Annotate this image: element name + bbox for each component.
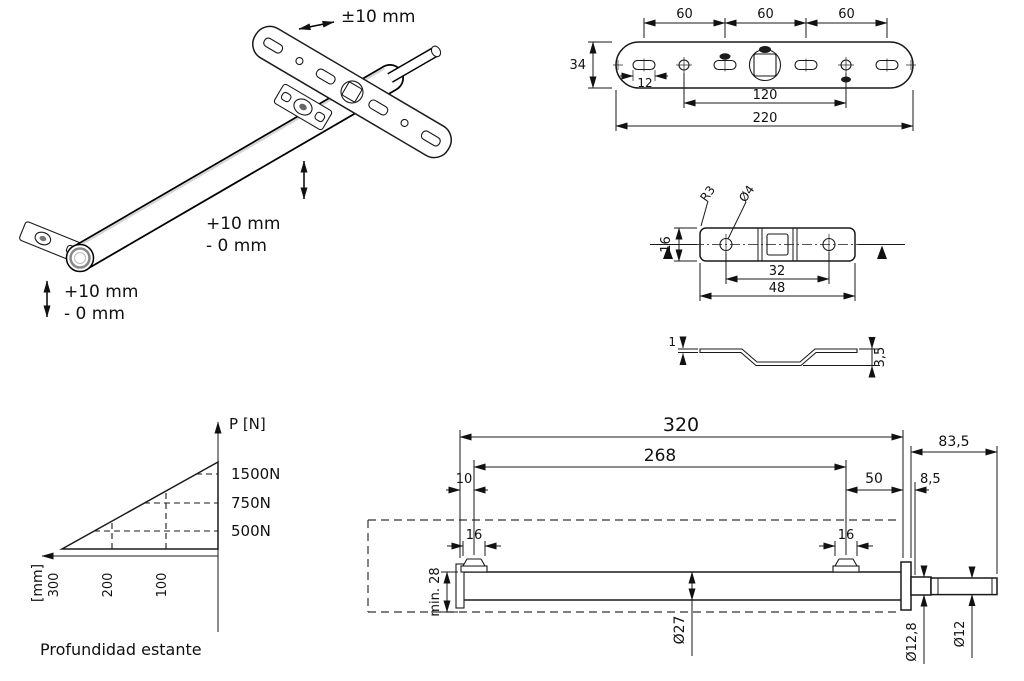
- tolerance-label-mid-plus: +10 mm: [206, 214, 280, 234]
- corner-radius-label: R3: [697, 183, 718, 204]
- dim-slot-length-label: 12: [637, 76, 652, 90]
- dim-span-c-label: 60: [838, 7, 855, 22]
- dim-clamp-hole-span-label: 32: [769, 264, 786, 279]
- dim-neck-dia-label: Ø12,8: [905, 622, 920, 661]
- shelf-outline: [367, 519, 901, 613]
- dim-rod-total-label: 320: [663, 414, 699, 436]
- section-arrow-right-icon: [877, 245, 887, 259]
- dim-left-offset-label: 10: [456, 472, 473, 487]
- tolerance-label-bot-plus: +10 mm: [64, 282, 138, 302]
- left-rod-clamp: [460, 558, 488, 573]
- dim-plate-height-label: 34: [569, 58, 586, 73]
- dim-span-a-label: 60: [676, 7, 693, 22]
- dim-slot-length: 12: [620, 70, 668, 90]
- clamp-section-view: 1 3,5: [668, 335, 888, 378]
- load-1500-label: 1500N: [231, 465, 280, 483]
- adjust-arrow-top: ±10 mm: [298, 7, 415, 31]
- dim-profile-depth-label: 3,5: [873, 347, 888, 368]
- isometric-view: ±10 mm +10 mm - 0 mm +10 mm - 0 mm: [19, 7, 452, 324]
- depth-100-label: 100: [155, 573, 170, 598]
- dim-right-offset: 50: [845, 471, 904, 494]
- leader-corner-radius: R3: [697, 183, 718, 227]
- dim-pin-dia: Ø12: [953, 566, 976, 658]
- tolerance-label-top: ±10 mm: [341, 7, 415, 27]
- dim-hole-span: 120: [683, 73, 847, 108]
- chart-gridlines: [94, 473, 218, 549]
- tolerance-label-bot-minus: - 0 mm: [64, 304, 125, 324]
- load-500-label: 500N: [231, 522, 271, 540]
- clamp-front-view: R3 Ø4 16 32 48: [650, 183, 905, 301]
- y-axis-label: P [N]: [229, 415, 266, 433]
- dim-right-clamp-width: 16: [819, 528, 873, 550]
- dim-right-extension-label: 83,5: [938, 434, 969, 450]
- dim-plate-total: 220: [615, 90, 914, 131]
- plate-cross-holes: [676, 57, 854, 73]
- right-flange: [900, 561, 912, 611]
- section-arrows: [650, 244, 905, 259]
- dim-left-clamp-width: 16: [447, 528, 501, 550]
- adjust-arrow-mid: +10 mm - 0 mm: [206, 160, 308, 256]
- dim-right-offset-label: 50: [865, 471, 883, 487]
- pin: [930, 577, 998, 596]
- dim-neck-dia: Ø12,8: [905, 565, 928, 664]
- dim-min-depth: min. 28: [428, 567, 458, 617]
- depth-200-label: 200: [101, 573, 116, 598]
- depth-300-label: 300: [47, 573, 62, 598]
- dim-plate-total-label: 220: [753, 111, 778, 126]
- mid-clamp: [273, 83, 333, 131]
- dim-sheet-thickness: 1: [668, 335, 698, 365]
- dim-clamp-height-label: 16: [659, 236, 674, 253]
- dim-flange-offset-label: 8,5: [920, 472, 941, 487]
- rod-side-view: 320 83,5 268 10 50 8,5: [367, 414, 998, 664]
- plate-center-socket: [748, 46, 782, 82]
- dim-flange-offset: 8,5: [914, 472, 941, 494]
- section-arrow-left-icon: [663, 245, 673, 259]
- load-triangle: [59, 460, 219, 550]
- dim-rod-total: 320: [459, 414, 904, 441]
- left-end-plate: [455, 563, 465, 609]
- shaft-pin: [387, 45, 442, 83]
- tube-opening: [65, 243, 95, 273]
- dim-plate-height: 34: [569, 41, 612, 89]
- dim-clamp-total: 48: [699, 263, 856, 301]
- dim-clamp-distance: 268: [473, 446, 847, 471]
- dim-profile-depth: 3,5: [803, 337, 888, 378]
- dim-right-extension: 83,5: [910, 434, 998, 456]
- dim-right-clamp-width-label: 16: [838, 528, 855, 543]
- dim-clamp-height: 16: [659, 227, 697, 262]
- mounting-plate-iso: [252, 25, 452, 159]
- plate-top-view: 60 60 60 34 12 120: [569, 7, 916, 131]
- tolerance-label-mid-minus: - 0 mm: [206, 236, 267, 256]
- plate-end-centerlines: [613, 60, 916, 70]
- hole-dia-label: Ø4: [736, 183, 757, 205]
- load-750-label: 750N: [231, 494, 271, 512]
- dim-min-depth-label: min. 28: [428, 567, 443, 616]
- dim-left-offset: 10: [446, 472, 488, 494]
- dim-left-clamp-width-label: 16: [466, 528, 483, 543]
- plate-slots: [632, 58, 899, 72]
- chart-caption: Profundidad estante: [40, 640, 202, 659]
- dim-tube-dia-label: Ø27: [672, 616, 688, 645]
- adjust-arrow-bottom: +10 mm - 0 mm: [43, 280, 138, 324]
- dim-clamp-distance-label: 268: [644, 446, 676, 466]
- neck: [910, 576, 932, 596]
- x-axis-label: [mm]: [30, 564, 46, 602]
- dim-hole-span-label: 120: [753, 88, 778, 103]
- rod-tube: [459, 571, 904, 601]
- clamp-profile: [699, 348, 858, 367]
- load-chart: P [N] 1500N 750N 500N 300 200 100 [mm] P…: [30, 415, 280, 659]
- extension-lines: [459, 430, 998, 575]
- dim-sheet-thickness-label: 1: [668, 335, 676, 349]
- dim-clamp-hole-span: 32: [725, 252, 830, 284]
- dim-tube-dia: Ø27: [672, 571, 696, 656]
- dim-clamp-total-label: 48: [769, 281, 786, 296]
- right-rod-clamp: [832, 558, 860, 573]
- dim-pin-dia-label: Ø12: [953, 621, 968, 648]
- dim-span-b-label: 60: [757, 7, 774, 22]
- dim-slot-spans: 60 60 60: [643, 7, 888, 38]
